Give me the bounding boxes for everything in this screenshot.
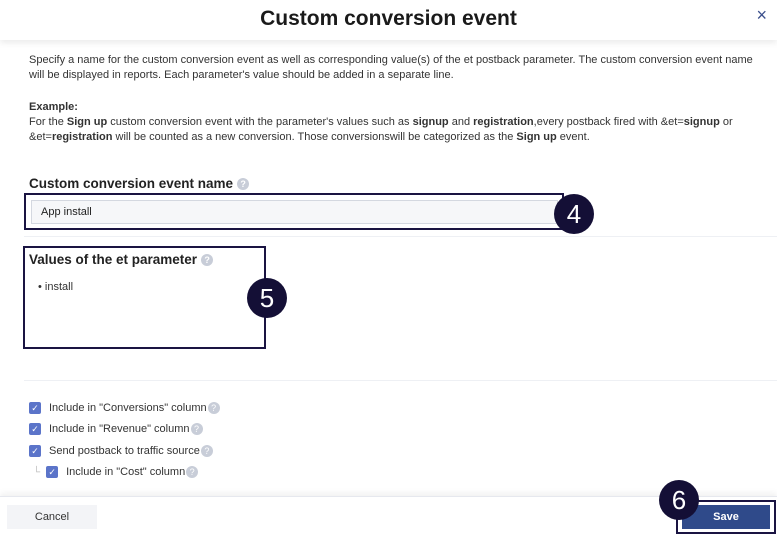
checkbox-label: Include in "Revenue" column [49, 423, 190, 436]
help-icon[interactable]: ? [237, 178, 250, 191]
example-text: registration [51, 131, 113, 143]
help-icon[interactable]: ? [201, 254, 214, 267]
value-item: install [44, 281, 74, 293]
event-name-label-text: Custom conversion event name [29, 176, 234, 191]
tree-connector-icon: └ [33, 466, 41, 478]
example-text: signup [412, 116, 449, 128]
help-icon[interactable]: ? [200, 444, 213, 457]
example-text: and [448, 116, 474, 128]
example-text: ,every postback fired with &et= [533, 116, 684, 128]
example-text: will be counted as a new conversion. Tho… [112, 131, 517, 143]
event-name-input[interactable]: App install [31, 200, 558, 224]
checkbox-label: Include in "Conversions" column [49, 401, 207, 414]
example-text: &et= [29, 131, 52, 143]
example-text: event. [556, 131, 590, 143]
checkbox-revenue[interactable]: ✓ Include in "Revenue" column? [29, 419, 220, 441]
dialog-title: Custom conversion event [260, 7, 517, 30]
cancel-button[interactable]: Cancel [7, 505, 97, 529]
example-text: or [719, 116, 733, 128]
help-icon[interactable]: ? [190, 423, 203, 436]
event-name-label: Custom conversion event name? [29, 176, 250, 191]
step-badge: 4 [554, 194, 594, 234]
checkbox-postback[interactable]: ✓ Send postback to traffic source? [29, 440, 220, 462]
divider [24, 380, 777, 381]
checkbox-cost[interactable]: └ ✓ Include in "Cost" column? [29, 462, 220, 484]
example-text: For the [29, 116, 67, 128]
options: ✓ Include in "Conversions" column? ✓ Inclu… [29, 397, 220, 483]
checkbox-conversions[interactable]: ✓ Include in "Conversions" column? [29, 397, 220, 419]
dialog-header: Custom conversion event × [0, 0, 777, 40]
values-label: Values of the et parameter? [29, 252, 214, 267]
example-text: custom conversion event with the paramet… [107, 116, 413, 128]
example-text: registration [473, 116, 534, 128]
example-heading: Example: [29, 101, 78, 113]
description: Specify a name for the custom conversion… [29, 54, 753, 81]
checkbox-icon[interactable]: ✓ [46, 466, 59, 479]
example: Example: For the Sign up custom conversi… [29, 100, 759, 145]
close-icon[interactable]: × [756, 5, 767, 25]
divider [24, 236, 777, 237]
highlight-box [24, 193, 564, 230]
step-badge: 5 [247, 278, 287, 318]
checkbox-label: Include in "Cost" column [66, 466, 186, 479]
checkbox-icon[interactable]: ✓ [29, 444, 41, 457]
example-text: Sign up [66, 116, 108, 128]
help-icon[interactable]: ? [186, 466, 199, 479]
dialog-footer: Cancel Save [0, 496, 777, 535]
save-button[interactable]: Save [682, 505, 770, 529]
checkbox-label: Send postback to traffic source [49, 444, 200, 457]
example-text: Sign up [516, 131, 557, 143]
checkbox-icon[interactable]: ✓ [29, 401, 41, 414]
checkbox-icon[interactable]: ✓ [29, 423, 41, 436]
help-icon[interactable]: ? [207, 401, 220, 414]
values-label-text: Values of the et parameter [29, 252, 198, 267]
values-input[interactable]: • install [38, 281, 74, 293]
example-text: signup [683, 116, 720, 128]
step-badge: 6 [659, 480, 699, 520]
highlight-box [23, 246, 266, 349]
